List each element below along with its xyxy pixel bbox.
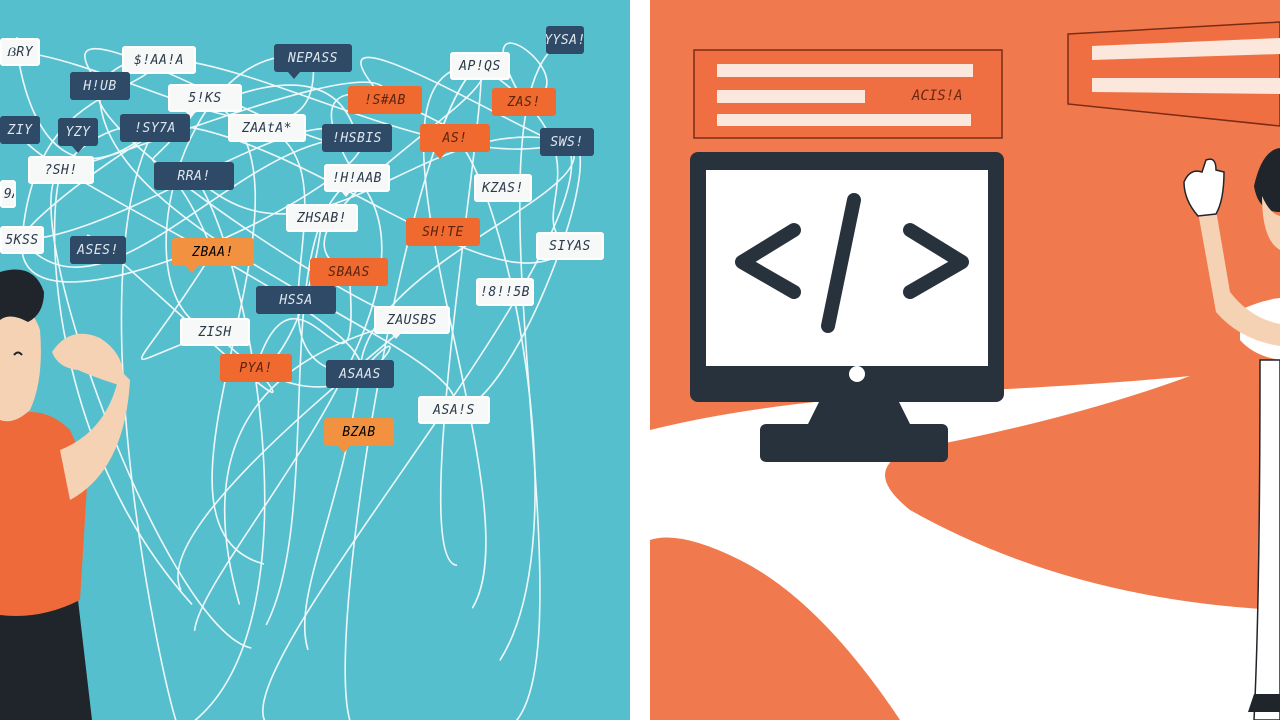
connection-line bbox=[344, 65, 481, 720]
network-tag: SWS! bbox=[540, 128, 594, 156]
network-tag: ZIY bbox=[0, 116, 40, 144]
person-left-arm bbox=[60, 370, 130, 500]
person-right-hand bbox=[1183, 158, 1225, 217]
network-tag: AP!QS bbox=[450, 52, 510, 80]
connection-line bbox=[266, 127, 361, 375]
network-tag: !A9AB bbox=[0, 180, 16, 208]
person-right-arm bbox=[1198, 210, 1280, 346]
person-left-hand bbox=[52, 333, 124, 386]
network-tag: !SY7A bbox=[120, 114, 190, 142]
tag-tail bbox=[72, 146, 84, 153]
network-tag: !S#AB bbox=[348, 86, 422, 114]
waving-person-right bbox=[1183, 148, 1280, 720]
network-tag: ?SH! bbox=[28, 156, 94, 184]
person-right-hair bbox=[1254, 148, 1280, 212]
network-tag: SIYAS bbox=[536, 232, 604, 260]
right-illustration-panel: ACIS!A bbox=[650, 0, 1280, 720]
network-tag: 5!KS bbox=[168, 84, 242, 117]
person-left-hair bbox=[0, 269, 44, 322]
tag-tail bbox=[288, 72, 300, 79]
connection-line bbox=[422, 65, 487, 609]
panel-right-line-2 bbox=[1092, 78, 1280, 94]
tag-tail bbox=[184, 110, 196, 117]
network-tag: H!UB bbox=[70, 72, 130, 100]
network-tag: RRA! bbox=[154, 162, 234, 190]
network-tag: ZAS! bbox=[492, 88, 556, 116]
network-tag: $!AA!A bbox=[122, 46, 196, 74]
network-tag: ASES! bbox=[70, 236, 126, 264]
panel-left-line-2 bbox=[717, 90, 865, 103]
tag-tail bbox=[340, 190, 352, 197]
network-tag: ASAAS bbox=[326, 360, 394, 388]
network-tag: KZAS! bbox=[474, 174, 532, 202]
wall-panel-label: ACIS!A bbox=[912, 88, 963, 104]
tag-tail bbox=[434, 152, 446, 159]
network-tag: SBAAS bbox=[310, 258, 388, 293]
connection-line bbox=[60, 81, 387, 171]
monitor-base bbox=[760, 424, 948, 462]
person-left-face bbox=[0, 300, 41, 422]
network-tag: ZHSAB! bbox=[286, 204, 358, 232]
network-tag: ASA!S bbox=[418, 396, 490, 424]
panel-left-line-3 bbox=[717, 114, 971, 126]
person-left-pants bbox=[0, 600, 92, 720]
network-tag: 5KSS bbox=[0, 226, 44, 254]
connection-line bbox=[440, 65, 482, 567]
monitor-stand bbox=[806, 400, 912, 428]
network-tag: !H!AAB bbox=[324, 164, 390, 197]
code-brackets-icon bbox=[735, 193, 969, 333]
monitor bbox=[690, 152, 1004, 462]
connection-line bbox=[99, 85, 457, 411]
connection-line bbox=[193, 177, 383, 632]
panel-left-line-1 bbox=[717, 64, 973, 77]
wall-panel-left bbox=[693, 49, 1003, 139]
network-tag: ẞRY bbox=[0, 38, 40, 66]
connection-line bbox=[255, 271, 352, 369]
panel-right-line-1 bbox=[1092, 38, 1280, 60]
network-tag: ZISH bbox=[180, 318, 250, 346]
wall-panel-right bbox=[1067, 21, 1280, 127]
network-tag: ZBAA! bbox=[172, 238, 254, 273]
network-tag: ZAAtA* bbox=[228, 114, 306, 142]
network-tag: AS! bbox=[420, 124, 490, 159]
code-monitor-illustration bbox=[650, 0, 1280, 720]
connection-line bbox=[223, 319, 413, 605]
tangled-network-illustration bbox=[0, 0, 630, 720]
monitor-power-dot bbox=[849, 366, 865, 382]
network-tag: PYA! bbox=[220, 354, 292, 382]
network-tag: SH!TE bbox=[406, 218, 480, 246]
tag-tail bbox=[338, 446, 350, 453]
network-tag: !8!!5B bbox=[476, 278, 534, 306]
person-right-face bbox=[1262, 196, 1280, 250]
network-tag: NEPASS bbox=[274, 44, 352, 79]
network-tag: YYSA! bbox=[546, 26, 584, 54]
network-tag: HSSA bbox=[256, 286, 336, 314]
confused-person-left bbox=[0, 269, 130, 720]
left-illustration-panel: ẞRY $!AA!A NEPASS H!UB AP!QS YYSA! 5!KS !S#AB ZA… bbox=[0, 0, 630, 720]
network-tag: YZY bbox=[58, 118, 98, 153]
connection-line bbox=[193, 175, 266, 720]
person-right-shoe bbox=[1248, 694, 1280, 712]
tag-tail bbox=[186, 266, 198, 273]
connection-line bbox=[262, 141, 573, 720]
connection-line bbox=[454, 137, 536, 661]
person-left-eye bbox=[13, 351, 23, 356]
person-left-shirt bbox=[0, 412, 88, 616]
panel-divider bbox=[630, 0, 650, 720]
network-tag: BZAB bbox=[324, 418, 394, 453]
network-tag: !HSBIS bbox=[322, 124, 392, 152]
network-tag: ZAUSBS bbox=[374, 306, 450, 339]
tag-tail bbox=[390, 332, 402, 339]
